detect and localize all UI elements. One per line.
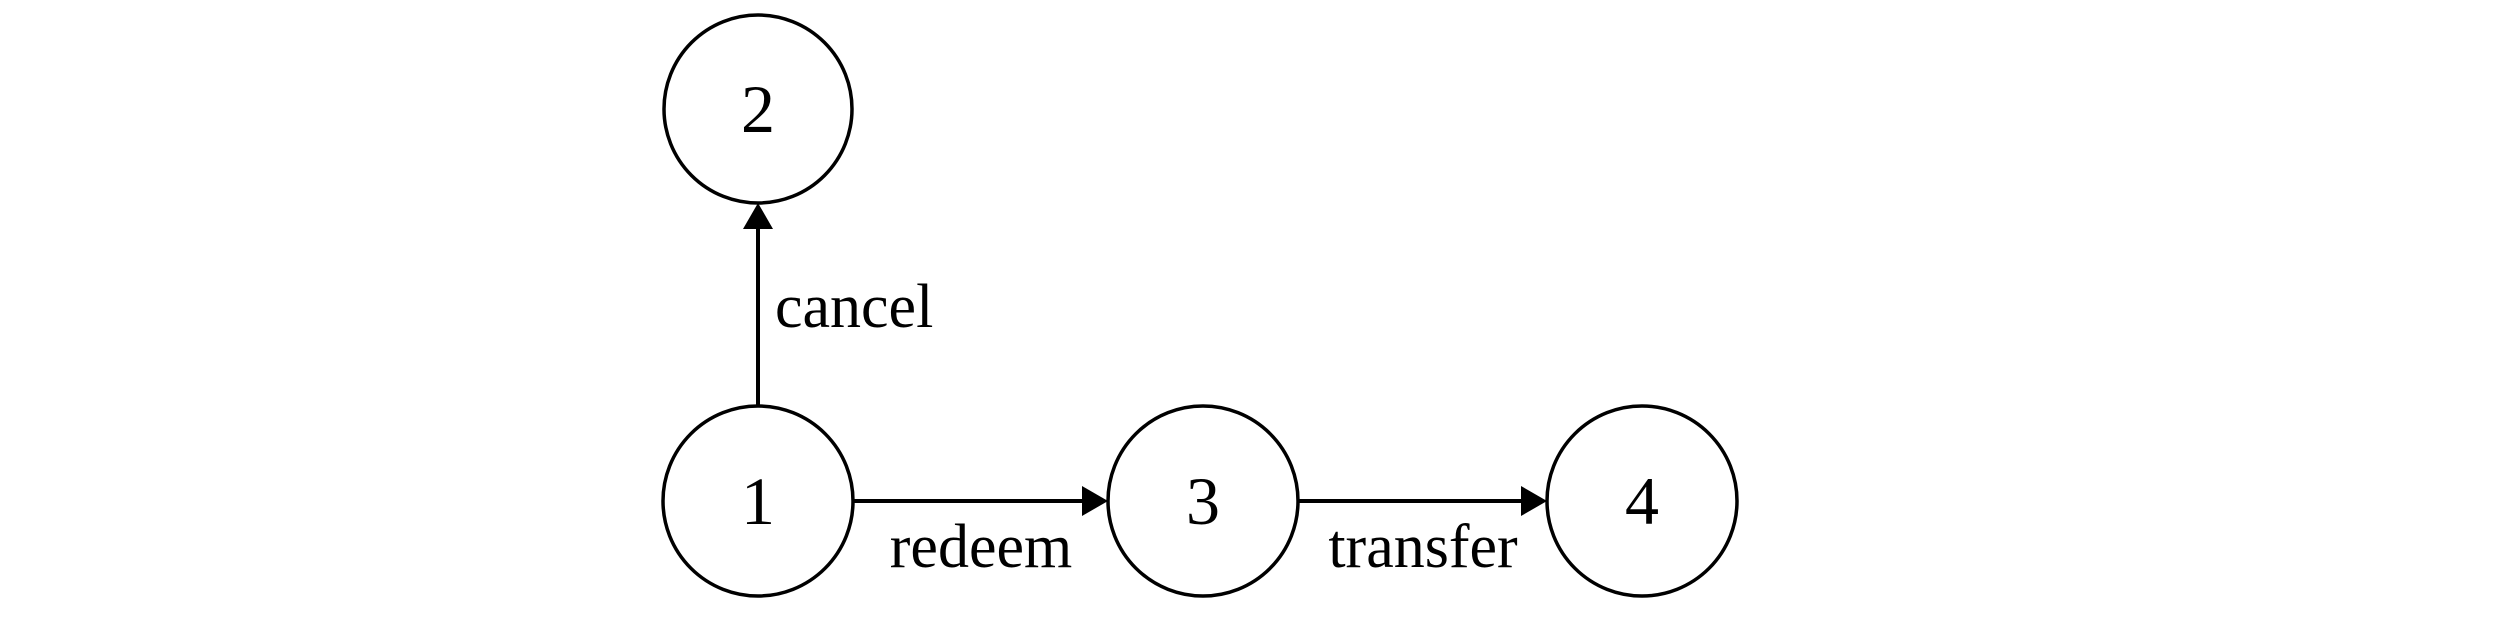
node-circle-3 [1106, 404, 1300, 598]
node-label-1: 1 [741, 463, 775, 539]
edge-label-transfer: transfer [1328, 513, 1518, 581]
arrowhead-icon [1082, 486, 1108, 516]
node-label-2: 2 [741, 71, 775, 147]
node-circle-1 [661, 404, 855, 598]
arrowhead-icon [743, 203, 773, 229]
node-circle-2 [662, 13, 854, 205]
node-circle-4 [1545, 404, 1739, 598]
edge-label-redeem: redeem [890, 513, 1072, 581]
arrowhead-icon [1521, 486, 1547, 516]
node-label-3: 3 [1186, 463, 1220, 539]
node-label-4: 4 [1625, 463, 1659, 539]
edge-label-cancel: cancel [775, 273, 933, 341]
